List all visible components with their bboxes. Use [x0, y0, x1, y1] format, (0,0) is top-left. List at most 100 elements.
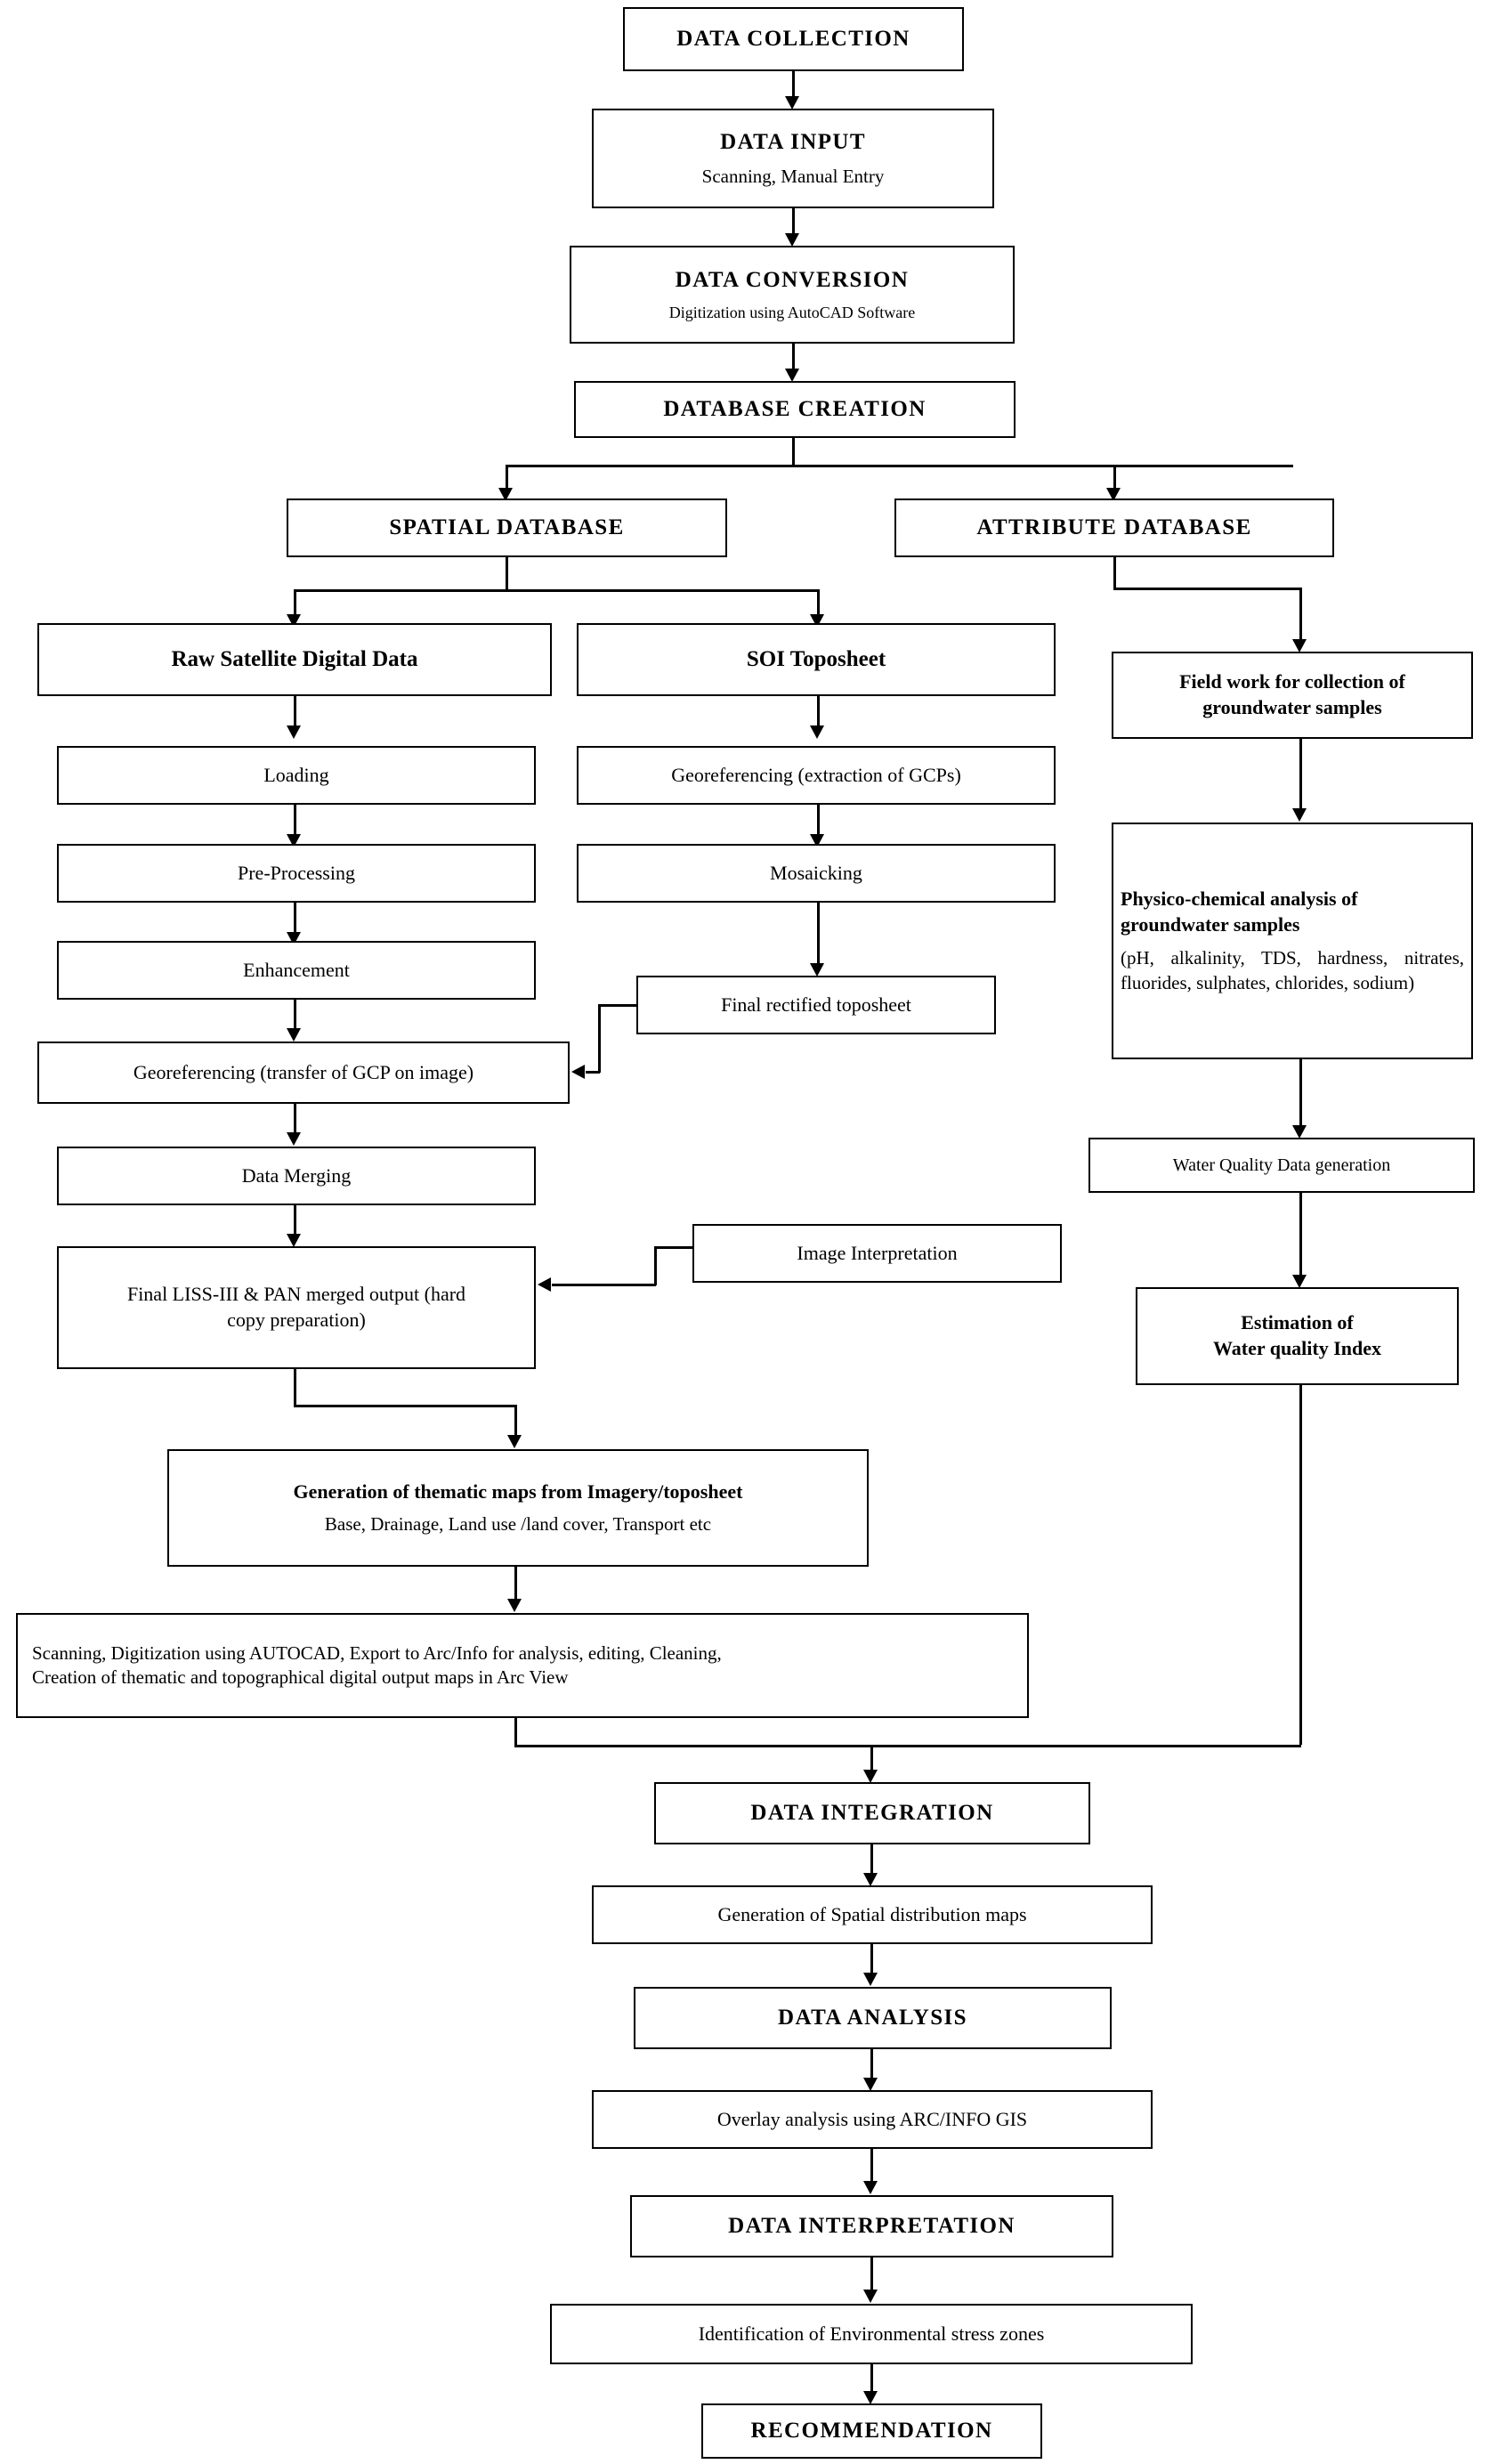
connector-overlay-to-interpretation	[870, 2149, 873, 2188]
connector-conversion-to-dbcreation	[792, 344, 795, 373]
arrow-down-icon	[785, 233, 799, 247]
node-line-2: Water quality Index	[1212, 1337, 1382, 1359]
connector-imageinterp-elbow-bottom	[552, 1284, 656, 1286]
node-final-rectified-toposheet: Final rectified toposheet	[636, 976, 996, 1034]
connector-attribute-stem	[1113, 557, 1116, 589]
node-attribute-database: ATTRIBUTE DATABASE	[894, 498, 1334, 557]
node-line-2: Creation of thematic and topographical d…	[32, 1666, 569, 1688]
connector-rectified-elbow-top	[598, 1004, 638, 1007]
connector-attribute-right	[1299, 588, 1302, 644]
node-recommendation: RECOMMENDATION	[701, 2403, 1042, 2459]
node-title: Georeferencing (transfer of GCP on image…	[133, 1060, 474, 1083]
node-image-interpretation: Image Interpretation	[692, 1224, 1062, 1283]
connector-raw-to-loading	[294, 696, 296, 730]
node-generation-thematic-maps: Generation of thematic maps from Imagery…	[167, 1449, 869, 1567]
node-data-analysis: DATA ANALYSIS	[634, 1987, 1112, 2049]
node-line-1: Physico-chemical analysis of	[1121, 888, 1358, 911]
node-title: Enhancement	[243, 958, 350, 981]
arrow-down-icon	[1106, 488, 1121, 501]
arrow-down-icon	[863, 2391, 878, 2404]
node-physico-chemical-analysis: Physico-chemical analysis of groundwater…	[1112, 823, 1473, 1059]
connector-rectified-elbow-bottom	[586, 1071, 600, 1074]
node-data-interpretation: DATA INTERPRETATION	[630, 2195, 1113, 2257]
node-title: ATTRIBUTE DATABASE	[976, 515, 1252, 539]
arrow-left-icon	[571, 1065, 585, 1079]
node-loading: Loading	[57, 746, 536, 805]
arrow-down-icon	[287, 1132, 301, 1146]
node-title: Generation of Spatial distribution maps	[717, 1902, 1027, 1925]
connector-imageinterp-elbow-vert	[654, 1246, 657, 1285]
node-title: SPATIAL DATABASE	[389, 515, 625, 539]
node-line-2: groundwater samples	[1121, 912, 1300, 936]
arrow-down-icon	[287, 725, 301, 739]
connector-mosaicking-to-final-rectified	[817, 903, 820, 970]
connector-db-split-left	[506, 465, 508, 491]
node-database-creation: DATABASE CREATION	[574, 381, 1016, 438]
node-data-conversion: DATA CONVERSION Digitization using AutoC…	[570, 246, 1015, 344]
node-title: DATA COLLECTION	[676, 26, 910, 51]
node-title: Georeferencing (extraction of GCPs)	[671, 763, 961, 786]
arrow-down-icon	[863, 1770, 878, 1783]
node-line-1: Final LISS-III & PAN merged output (hard	[126, 1283, 466, 1306]
arrow-down-icon	[810, 725, 824, 739]
connector-merge-stem	[870, 1745, 873, 1774]
node-title: Final rectified toposheet	[721, 993, 911, 1016]
connector-spatialmaps-to-analysis	[870, 1944, 873, 1978]
node-overlay-analysis: Overlay analysis using ARC/INFO GIS	[592, 2090, 1153, 2149]
connector-physico-to-wq-data	[1299, 1059, 1302, 1132]
node-data-collection: DATA COLLECTION	[623, 7, 964, 71]
node-title: DATA CONVERSION	[675, 267, 910, 292]
arrow-left-icon	[538, 1277, 551, 1292]
arrow-down-icon	[863, 1873, 878, 1886]
node-georeferencing-transfer-gcp: Georeferencing (transfer of GCP on image…	[37, 1042, 570, 1104]
node-soi-toposheet: SOI Toposheet	[577, 623, 1056, 696]
connector-db-split-stem	[792, 438, 795, 466]
connector-stresszones-to-recommendation	[870, 2364, 873, 2396]
connector-db-split-bar	[506, 465, 1293, 467]
connector-spatial-right	[817, 589, 820, 618]
arrow-down-icon	[863, 2290, 878, 2303]
arrow-down-icon	[1292, 1125, 1307, 1139]
node-title: DATABASE CREATION	[663, 396, 927, 421]
node-spatial-database: SPATIAL DATABASE	[287, 498, 727, 557]
arrow-down-icon	[863, 2181, 878, 2194]
node-line-1: Estimation of	[1241, 1311, 1354, 1334]
connector-loading-to-preprocessing	[294, 805, 296, 839]
node-scanning-digitization: Scanning, Digitization using AUTOCAD, Ex…	[16, 1613, 1029, 1718]
node-spatial-distribution-maps: Generation of Spatial distribution maps	[592, 1885, 1153, 1944]
node-water-quality-data-generation: Water Quality Data generation	[1088, 1138, 1475, 1193]
node-title: Water Quality Data generation	[1172, 1155, 1391, 1175]
node-mosaicking: Mosaicking	[577, 844, 1056, 903]
connector-merge-bar-right	[870, 1745, 1301, 1747]
arrow-down-icon	[287, 1028, 301, 1042]
connector-analysis-to-overlay	[870, 2049, 873, 2083]
connector-input-to-conversion	[792, 208, 795, 238]
node-title: DATA INTERPRETATION	[728, 2213, 1016, 2238]
node-final-liss-pan-output: Final LISS-III & PAN merged output (hard…	[57, 1246, 536, 1369]
connector-spatial-left	[294, 589, 296, 618]
connector-imageinterp-elbow-top	[654, 1246, 694, 1249]
arrow-down-icon	[785, 96, 799, 109]
node-georeferencing-extraction-gcps: Georeferencing (extraction of GCPs)	[577, 746, 1056, 805]
node-enhancement: Enhancement	[57, 941, 536, 1000]
arrow-down-icon	[498, 488, 513, 501]
node-title: Overlay analysis using ARC/INFO GIS	[716, 2107, 1028, 2130]
node-title: RECOMMENDATION	[750, 2418, 993, 2443]
connector-merge-bar	[514, 1745, 872, 1747]
connector-thematic-to-scanning	[514, 1567, 517, 1605]
node-detail: (pH, alkalinity, TDS, hardness, nitrates…	[1121, 947, 1464, 993]
node-title: Image Interpretation	[797, 1241, 958, 1264]
node-identification-stress-zones: Identification of Environmental stress z…	[550, 2304, 1193, 2364]
connector-thematic-stem	[514, 1405, 517, 1440]
connector-fieldwork-to-physico	[1299, 739, 1302, 815]
connector-georef-extract-to-mosaicking	[817, 805, 820, 839]
node-title: Mosaicking	[770, 861, 862, 884]
node-data-input: DATA INPUT Scanning, Manual Entry	[592, 109, 994, 208]
connector-collection-to-input	[792, 71, 795, 101]
connector-db-split-right	[1113, 465, 1116, 491]
connector-scanning-down	[514, 1718, 517, 1747]
node-data-integration: DATA INTEGRATION	[654, 1782, 1090, 1844]
node-title: DATA ANALYSIS	[778, 2005, 967, 2030]
node-estimation-water-quality-index: Estimation of Water quality Index	[1136, 1287, 1459, 1385]
